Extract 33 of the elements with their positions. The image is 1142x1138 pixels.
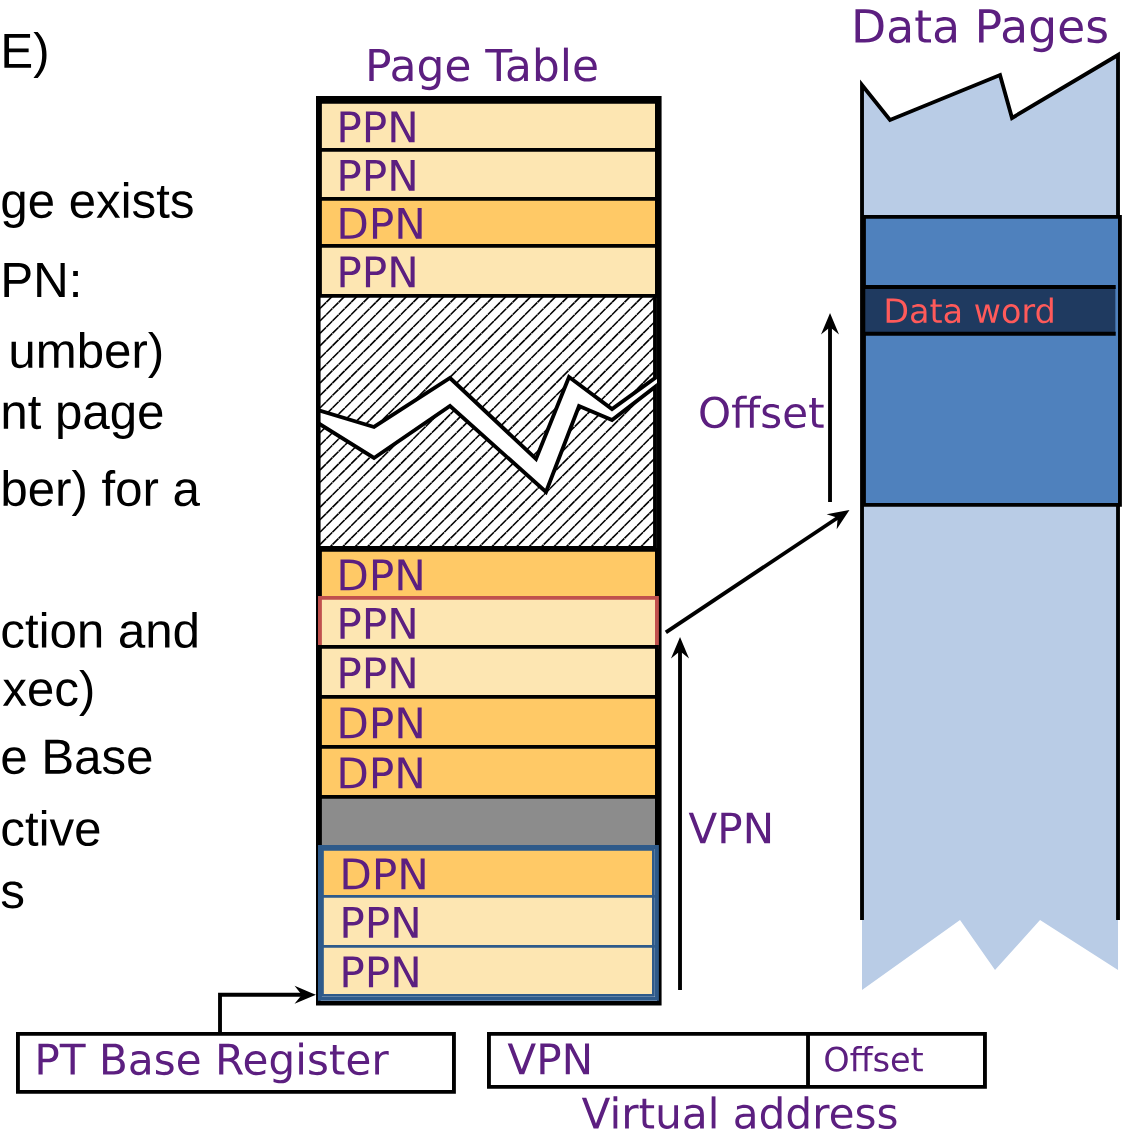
- bullet-text: xec): [2, 670, 93, 716]
- table-row: DPN: [318, 197, 659, 248]
- bullet-text: E): [4, 32, 47, 78]
- table-row: PPN: [318, 148, 659, 201]
- address-field: VPN: [507, 1043, 590, 1075]
- bullet-text: ction and: [2, 611, 197, 649]
- table-row: DPN: [318, 548, 659, 600]
- bullet-text: nt page: [3, 397, 163, 439]
- table-row: PPN: [318, 645, 659, 699]
- row-group-frame: [318, 845, 659, 1001]
- bullet-text: ctive: [2, 809, 100, 847]
- table-row: DPN: [318, 745, 659, 799]
- offset-label: Offset: [700, 395, 824, 429]
- table-row: PPN: [321, 895, 655, 948]
- table-row: DPN: [321, 848, 655, 898]
- bullet-text: s: [1, 881, 24, 909]
- bullet-text: ber) for a: [3, 470, 200, 516]
- page-table: [316, 96, 662, 1006]
- bullet-text: PN:: [4, 263, 78, 297]
- register-box: PT Base Register: [16, 1032, 456, 1094]
- table-row: DPN: [318, 695, 659, 749]
- vpn-label: VPN: [688, 812, 771, 844]
- bullet-text: umber): [11, 332, 162, 378]
- bullet-text: e Base: [2, 739, 152, 775]
- node-label: Data Pages: [855, 9, 1107, 53]
- data-word-row: Data word: [865, 285, 1116, 336]
- table-row: PPN: [321, 945, 655, 997]
- node-label: Virtual address: [581, 1096, 897, 1129]
- table-row: PPN: [318, 596, 659, 649]
- bullet-text: ge exists: [2, 182, 193, 228]
- address-field: Offset: [825, 1045, 923, 1072]
- table-row: PPN: [318, 244, 659, 298]
- table-row: PPN: [318, 100, 659, 152]
